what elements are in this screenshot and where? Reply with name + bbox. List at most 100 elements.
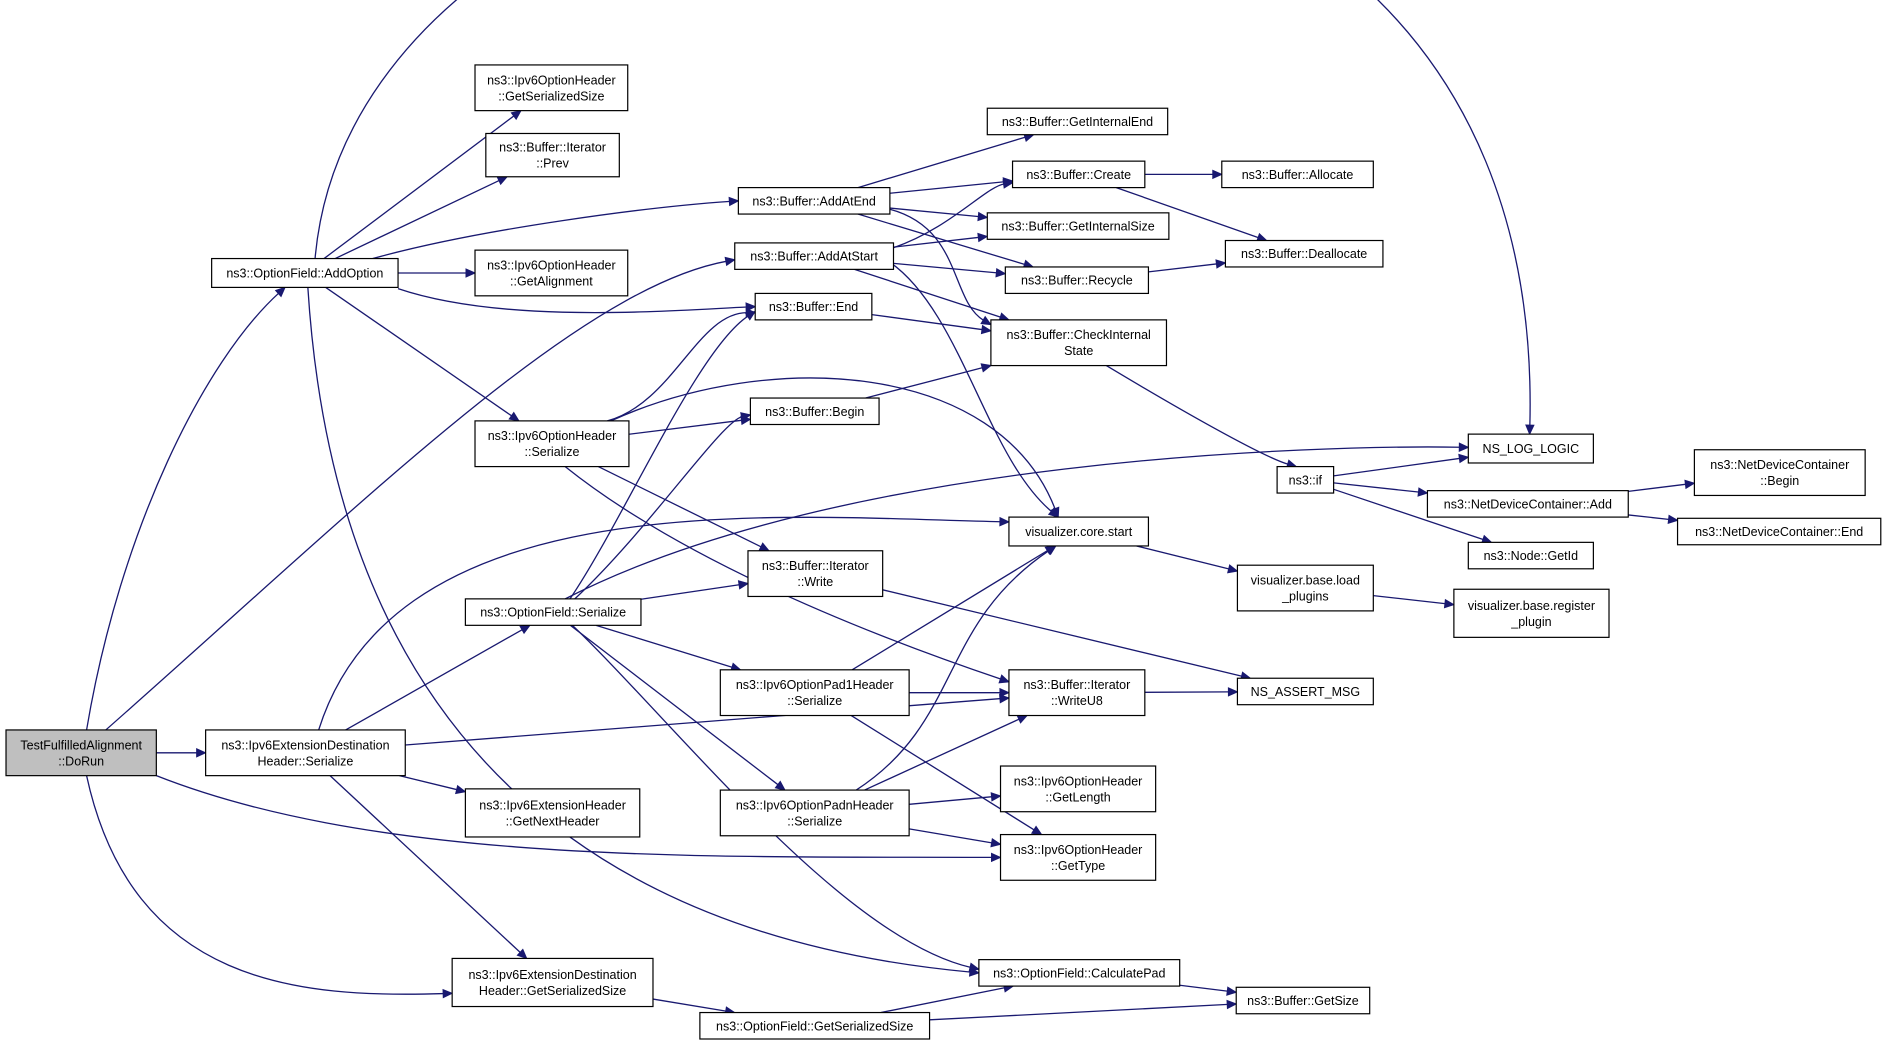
node-getsize[interactable]: ns3::Buffer::GetSize [1235,986,1371,1015]
edge-root-to-addopt [85,286,286,731]
edge-ofser-to-itwrite [640,580,750,600]
edge-line [569,315,749,600]
node-label: ns3::OptionField::Serialize [480,606,626,620]
edge-addstart-to-gis [893,232,989,248]
edge-ndcadd-to-ndcend [1628,514,1679,525]
node-extgss[interactable]: ns3::Ipv6ExtensionDestinationHeader::Get… [451,957,654,1008]
node-label: ::GetLength [1045,790,1110,804]
node-box [1467,541,1594,570]
edge-line [345,628,524,731]
node-box [986,107,1169,136]
node-dealloc[interactable]: ns3::Buffer::Deallocate [1224,239,1384,268]
node-label: ns3::NetDeviceContainer::End [1695,525,1863,539]
node-ohgl[interactable]: ns3::Ipv6OptionHeader::GetLength [999,765,1157,813]
node-loadplug[interactable]: visualizer.base.load_plugins [1236,564,1374,612]
edge-line [880,987,1006,1014]
edge-arrowhead [990,852,1002,863]
edge-line [329,775,522,954]
node-bend[interactable]: ns3::Buffer::End [754,292,873,321]
node-ndcend[interactable]: ns3::NetDeviceContainer::End [1676,517,1882,546]
node-label: ns3::Ipv6OptionPadnHeader [736,798,894,812]
edge-addopt-to-calcpad [307,287,981,977]
node-label: ns3::OptionField::CalculatePad [993,966,1165,980]
edge-line [1333,457,1461,477]
node-gis[interactable]: ns3::Buffer::GetInternalSize [986,212,1170,240]
edge-arrowhead [1458,453,1470,464]
node-logic[interactable]: NS_LOG_LOGIC [1467,433,1594,464]
node-getid[interactable]: ns3::Node::GetId [1467,541,1594,570]
node-padn[interactable]: ns3::Ipv6OptionPadnHeader::Serialize [719,789,910,837]
node-ndcbegin[interactable]: ns3::NetDeviceContainer::Begin [1693,449,1866,497]
edge-ofser-to-bbegin [574,412,752,600]
node-nsif[interactable]: ns3::if [1276,465,1335,494]
node-alloc[interactable]: ns3::Buffer::Allocate [1221,160,1374,189]
edge-create-to-alloc [1144,169,1224,180]
edge-wu8-to-assert [1144,687,1239,697]
node-ohgt[interactable]: ns3::Ipv6OptionHeader::GetType [999,833,1157,881]
node-ehgnh[interactable]: ns3::Ipv6ExtensionHeader::GetNextHeader [464,788,641,838]
node-ohgss[interactable]: ns3::Ipv6OptionHeader::GetSerializedSize [474,64,629,112]
edge-line [855,549,1050,791]
node-itprev[interactable]: ns3::Buffer::Iterator::Prev [485,132,620,178]
node-itwrite[interactable]: ns3::Buffer::Iterator::Write [747,550,884,598]
edge-line [929,1003,1229,1021]
node-ohga[interactable]: ns3::Ipv6OptionHeader::GetAlignment [474,249,629,297]
node-recycle[interactable]: ns3::Buffer::Recycle [1004,266,1150,295]
edge-line [889,261,1053,513]
edge-line [325,286,513,417]
edge-arrowhead [1212,169,1224,180]
node-assert[interactable]: NS_ASSERT_MSG [1236,677,1374,706]
node-gie[interactable]: ns3::Buffer::GetInternalEnd [986,107,1169,136]
edge-line [865,366,984,399]
edge-root-to-ohgt [156,775,1002,863]
node-label: visualizer.base.register [1468,599,1595,613]
node-label: ns3::Buffer::Create [1026,168,1131,182]
edge-arrowhead [1016,715,1029,724]
node-bbegin[interactable]: ns3::Buffer::Begin [749,397,880,426]
node-label: visualizer.core.start [1025,525,1133,539]
node-vstart[interactable]: visualizer.core.start [1008,516,1150,547]
edge-root-to-extgss [85,775,454,999]
edge-arrowhead [968,962,981,972]
node-box [205,729,406,777]
node-label: ns3::Node::GetId [1484,549,1579,563]
edge-arrowhead [510,109,522,121]
edge-extser-to-ofser [345,624,531,731]
edge-line [574,415,743,600]
node-box [1004,266,1150,295]
edge-line [323,114,515,260]
edge-calcpad-to-getsize [1179,984,1238,996]
node-ohser[interactable]: ns3::Ipv6OptionHeader::Serialize [474,420,630,468]
edge-itwrite-to-assert [882,589,1252,681]
edge-ofser-to-bend [569,310,757,600]
edge-line [334,179,501,260]
node-ofser[interactable]: ns3::OptionField::Serialize [464,598,642,626]
node-addstart[interactable]: ns3::Buffer::AddAtStart [734,242,895,270]
edge-arrowhead [740,412,752,422]
node-root[interactable]: TestFulfilledAlignment::DoRun [5,729,157,777]
edge-arrowhead [1045,545,1057,556]
node-box [734,242,895,270]
edge-addopt-to-bend [397,287,757,314]
node-addend[interactable]: ns3::Buffer::AddAtEnd [737,186,891,215]
node-regplug[interactable]: visualizer.base.register_plugin [1453,588,1610,638]
edge-arrowhead [1443,598,1456,609]
edge-arrowhead [1417,487,1429,497]
node-label: ns3::Buffer::Iterator [762,559,869,573]
node-label: ns3::Buffer::End [769,300,858,314]
node-pad1[interactable]: ns3::Ipv6OptionPad1Header::Serialize [719,669,910,717]
node-calcpad[interactable]: ns3::OptionField::CalculatePad [978,959,1181,987]
node-label: Header::GetSerializedSize [479,984,626,998]
node-create[interactable]: ns3::Buffer::Create [1011,160,1146,189]
node-ofgss[interactable]: ns3::OptionField::GetSerializedSize [699,1011,931,1040]
node-box [451,957,654,1008]
edge-line [1106,365,1289,466]
node-ndcadd[interactable]: ns3::NetDeviceContainer::Add [1426,490,1629,518]
node-wu8[interactable]: ns3::Buffer::Iterator::WriteU8 [1008,669,1146,717]
node-addopt[interactable]: ns3::OptionField::AddOption [211,257,399,289]
node-extser[interactable]: ns3::Ipv6ExtensionDestinationHeader::Ser… [205,729,406,777]
node-box [1467,433,1594,464]
edge-padn-to-vstart [855,545,1057,791]
